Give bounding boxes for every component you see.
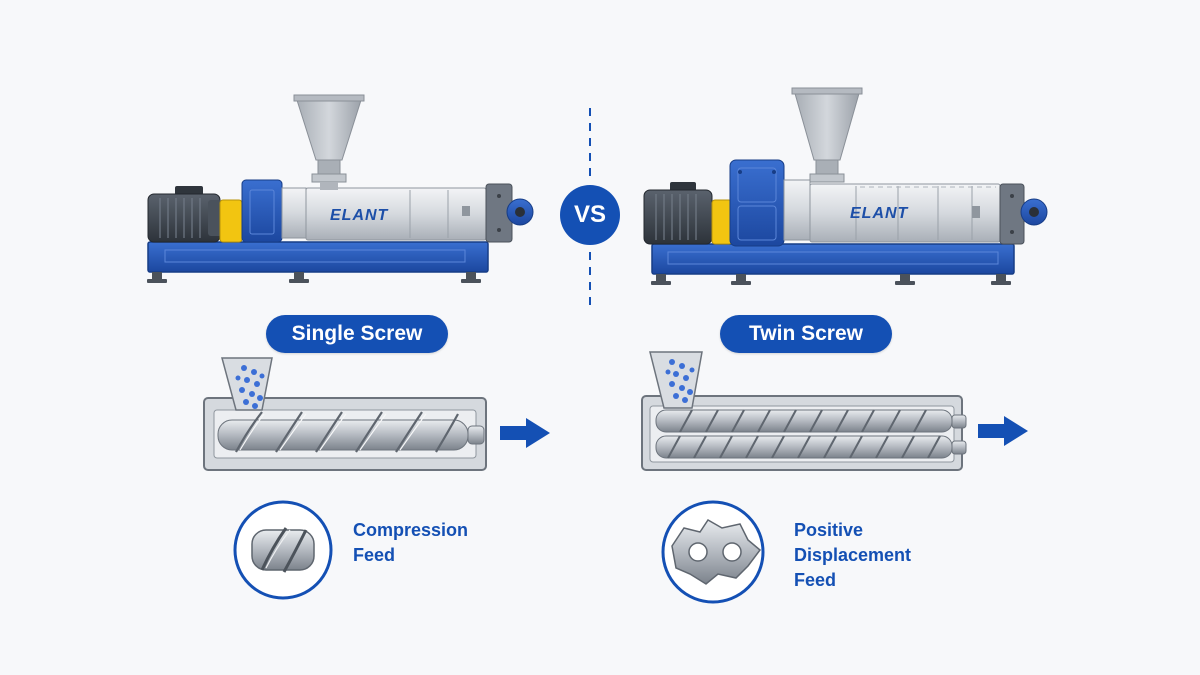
twin-screw-extruder bbox=[643, 87, 1048, 285]
lower-screw-tip bbox=[951, 440, 967, 455]
vs-badge: VS bbox=[560, 185, 620, 245]
gearbox bbox=[241, 179, 283, 243]
brand-logo-left: ELANT bbox=[330, 207, 389, 224]
feed-label-line: Compression bbox=[353, 520, 469, 540]
coupling bbox=[711, 199, 733, 245]
twin-screw-title: Twin Screw bbox=[720, 315, 892, 353]
single-screw-cutaway bbox=[203, 357, 487, 471]
brand-logo-right: ELANT bbox=[850, 205, 909, 222]
gearbox bbox=[729, 159, 785, 247]
base-frame-panel bbox=[667, 251, 999, 265]
flow-arrow-left bbox=[500, 418, 550, 448]
pellets bbox=[665, 359, 695, 403]
leveling-feet bbox=[147, 272, 481, 283]
feed-label-line: Displacement bbox=[794, 545, 912, 565]
twin-screw-cutaway bbox=[641, 351, 967, 471]
feed-label-line: Feed bbox=[353, 545, 396, 565]
pellets bbox=[235, 365, 265, 409]
twin-flights bbox=[667, 409, 941, 459]
motor bbox=[643, 182, 713, 245]
screw-tip bbox=[467, 425, 485, 445]
leveling-feet bbox=[651, 274, 1011, 285]
coupling bbox=[219, 199, 243, 243]
feed-label-line: Positive bbox=[794, 520, 864, 540]
die-head bbox=[485, 183, 534, 243]
positive-displacement-feed-icon bbox=[661, 500, 765, 604]
base-frame-panel bbox=[164, 249, 466, 263]
base-frame bbox=[651, 243, 1015, 275]
upper-screw-tip bbox=[951, 414, 967, 429]
positive-displacement-feed-label: Positive Displacement Feed bbox=[794, 518, 994, 593]
die-head bbox=[999, 183, 1048, 245]
single-screw-extruder bbox=[147, 94, 534, 283]
flow-arrow-right bbox=[978, 416, 1028, 446]
single-screw-title: Single Screw bbox=[266, 315, 448, 353]
hopper bbox=[293, 94, 365, 190]
motor bbox=[147, 186, 222, 243]
upper-screw-shaft bbox=[655, 409, 953, 433]
compression-feed-label: Compression Feed bbox=[353, 518, 553, 568]
adapter bbox=[281, 187, 307, 239]
adapter bbox=[783, 179, 811, 241]
compression-feed-icon bbox=[233, 500, 333, 600]
flight-highlights bbox=[239, 413, 427, 451]
gearbox-panel bbox=[249, 189, 275, 235]
barrel-fitting bbox=[462, 206, 470, 216]
screw-flights bbox=[235, 411, 459, 453]
base-frame bbox=[147, 241, 489, 273]
hopper bbox=[791, 87, 863, 183]
screw-shaft bbox=[217, 419, 469, 451]
feed-label-line: Feed bbox=[794, 570, 837, 590]
